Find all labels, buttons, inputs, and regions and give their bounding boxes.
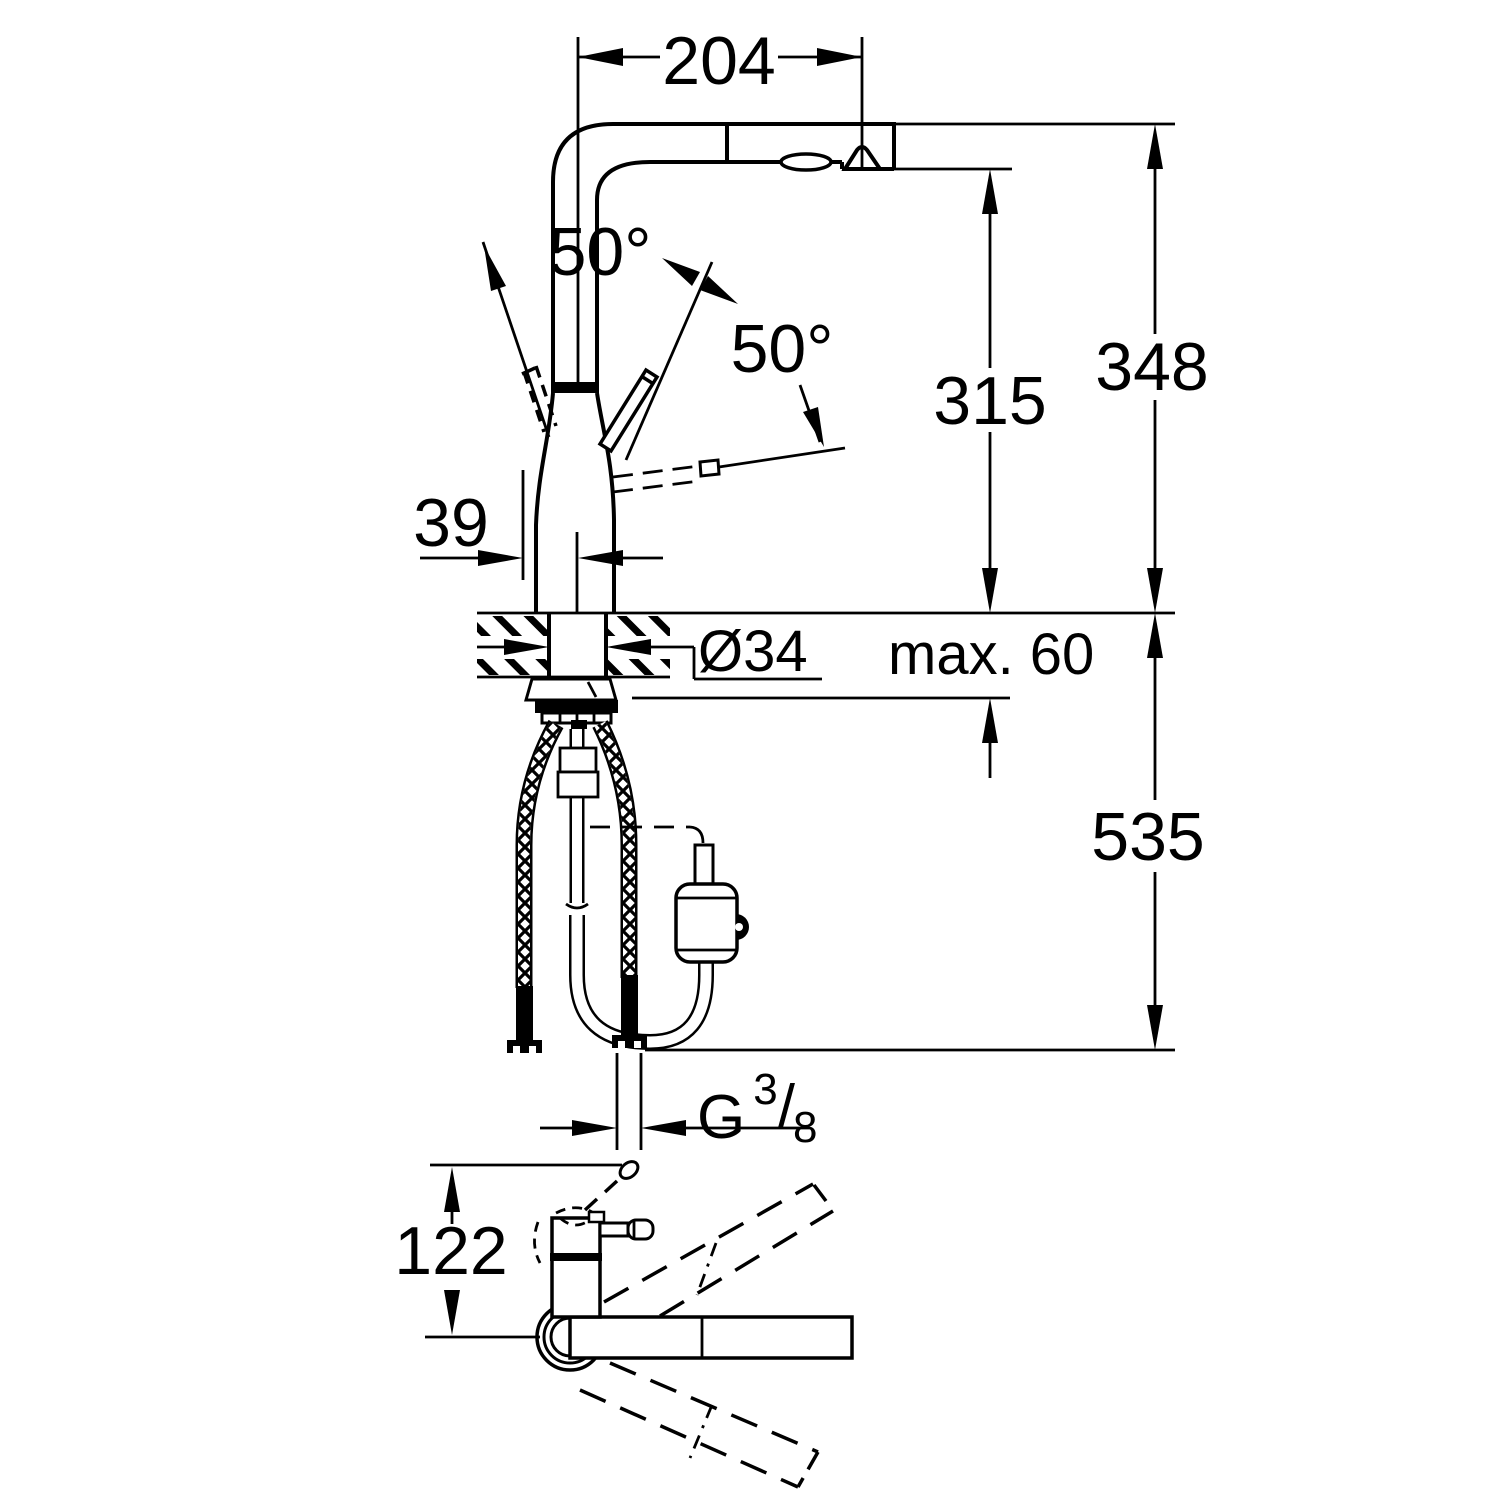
swivel-joint-band [551,382,599,393]
angle-arrow-right [803,407,824,447]
dimension-535: 535 [645,613,1205,1052]
plan-handle [587,1210,655,1241]
angle-top-label: 50° [549,214,652,290]
braided-hose-left [515,719,564,988]
dim-39-label: 39 [413,485,489,561]
dim-535-label: 535 [1091,799,1204,875]
hose-guide-tube [556,729,600,913]
dim-122-label: 122 [394,1213,507,1289]
angle-arrow-left [484,246,506,291]
handle-lever [597,367,660,454]
angle-arrow-mid-2 [700,276,738,304]
hose-fitting-left [507,986,542,1053]
angle-arrow-mid-1 [662,258,700,286]
countertop [477,611,1175,679]
dim-315-label: 315 [933,363,1046,439]
pullout-hose [569,915,714,1051]
dimension-122: 122 [394,1163,622,1339]
dimension-204: 204 [576,23,864,390]
dimension-348: 348 [894,122,1209,613]
handle-dashed-left [521,365,558,433]
dimension-39: 39 [413,470,663,612]
plan-body [533,1206,602,1319]
dimension-max60: max. 60 [632,622,1094,778]
swivel-range-lower [579,1361,820,1489]
dimension-dia34: Ø34 [477,619,822,684]
dim-204-label: 204 [662,23,775,99]
hose-assembly [507,719,749,1150]
dimension-315: 315 [894,167,1047,613]
mounting-hardware [524,677,618,725]
angle-annotations: 50° 50° [481,214,834,461]
hose-fitting-center [612,975,647,1048]
front-view: 50° 50° [413,23,1209,1152]
hose-weight [674,882,749,964]
swivel-range-upper [603,1182,834,1318]
plan-view: 122 [394,1160,854,1489]
aerator-mousseur [779,152,833,172]
supply-tube-end [615,1053,643,1150]
mounting-shank [551,616,604,675]
dim-348-label: 348 [1095,329,1208,405]
max-60-label: max. 60 [888,622,1094,687]
braided-hose-right [592,720,638,978]
plan-spray-head-dashed [583,1160,640,1212]
plan-spout-tube [568,1315,854,1360]
angle-right-label: 50° [731,311,834,387]
dia-34-label: Ø34 [698,619,808,684]
handle-dashed-horizontal [612,446,846,494]
spout-outline [551,122,896,393]
hose-top-cap [571,720,587,729]
